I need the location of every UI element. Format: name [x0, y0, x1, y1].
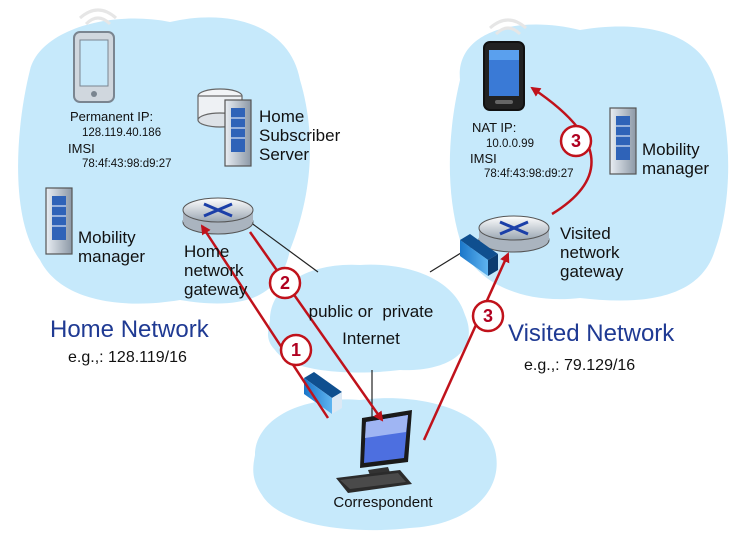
hss-label-line3: Server [259, 145, 309, 164]
correspondent-label: Correspondent [333, 494, 433, 511]
home-smartphone-icon [73, 31, 115, 103]
visited-phone-ip-label: NAT IP: [472, 120, 516, 135]
step3-visited-badge: 3 [559, 124, 593, 158]
link-home-gateway-internet [249, 221, 319, 273]
home-imsi-value: 78:4f:43:98:d9:27 [82, 158, 172, 170]
internet-label-line1: public or private [309, 302, 434, 321]
home-network-title: Home Network [50, 316, 210, 343]
visited-mobility-manager-label-line1: Mobility [642, 140, 700, 159]
home-gateway-label-line1: Home [184, 242, 229, 261]
step2-arrow [248, 231, 384, 422]
step3-visited-arrow [530, 86, 593, 216]
visited-mobility-manager-label-line2: manager [642, 159, 709, 178]
visited-network-prefix: e.g.,: 79.129/16 [524, 357, 635, 374]
home-phone-ip-label: Permanent IP: [70, 109, 153, 124]
step3-internet-arrow [422, 252, 510, 441]
step2-badge: 2 [268, 266, 302, 300]
hss-label-line1: Home [259, 107, 304, 126]
home-mobility-manager-label-line2: manager [78, 247, 145, 266]
step3-visited-number: 3 [571, 131, 581, 151]
visited-imsi-label: IMSI [470, 151, 497, 166]
visited-gateway-router-icon [478, 215, 550, 253]
home-network-prefix: e.g.,: 128.119/16 [68, 349, 187, 366]
hss-server-icon [224, 99, 252, 167]
visited-gateway-label-line3: gateway [560, 262, 624, 281]
internet-label-line2: Internet [342, 329, 400, 348]
home-imsi-label: IMSI [68, 141, 95, 156]
home-gateway-label-line3: gateway [184, 280, 248, 299]
home-gateway-label-line2: network [184, 261, 244, 280]
step3-internet-number: 3 [483, 306, 493, 326]
visited-gateway-label-line2: network [560, 243, 620, 262]
visited-phone-ip-value: 10.0.0.99 [486, 138, 534, 150]
step1-badge: 1 [279, 333, 313, 367]
home-phone-signal-icon [79, 8, 117, 26]
correspondent-computer-icon [336, 410, 412, 493]
visited-mobility-manager-server-icon [609, 107, 637, 175]
visited-firewall-icon [460, 234, 498, 276]
visited-gateway-label-line1: Visited [560, 224, 611, 243]
step1-arrow [200, 224, 330, 419]
correspondent-firewall-icon [304, 372, 342, 414]
internet-cloud [267, 264, 469, 373]
visited-imsi-value: 78:4f:43:98:d9:27 [484, 168, 574, 180]
home-gateway-router-icon [182, 197, 254, 235]
visited-network-title: Visited Network [508, 320, 675, 347]
step3-internet-badge: 3 [471, 299, 505, 333]
home-mobility-manager-server-icon [45, 187, 73, 255]
visited-smartphone-icon [483, 41, 525, 111]
home-phone-ip-value: 128.119.40.186 [82, 127, 161, 139]
visited-phone-signal-icon [489, 18, 527, 36]
home-mobility-manager-label-line1: Mobility [78, 228, 136, 247]
step2-number: 2 [280, 273, 290, 293]
hss-label-line2: Subscriber [259, 126, 341, 145]
step1-number: 1 [291, 340, 301, 360]
